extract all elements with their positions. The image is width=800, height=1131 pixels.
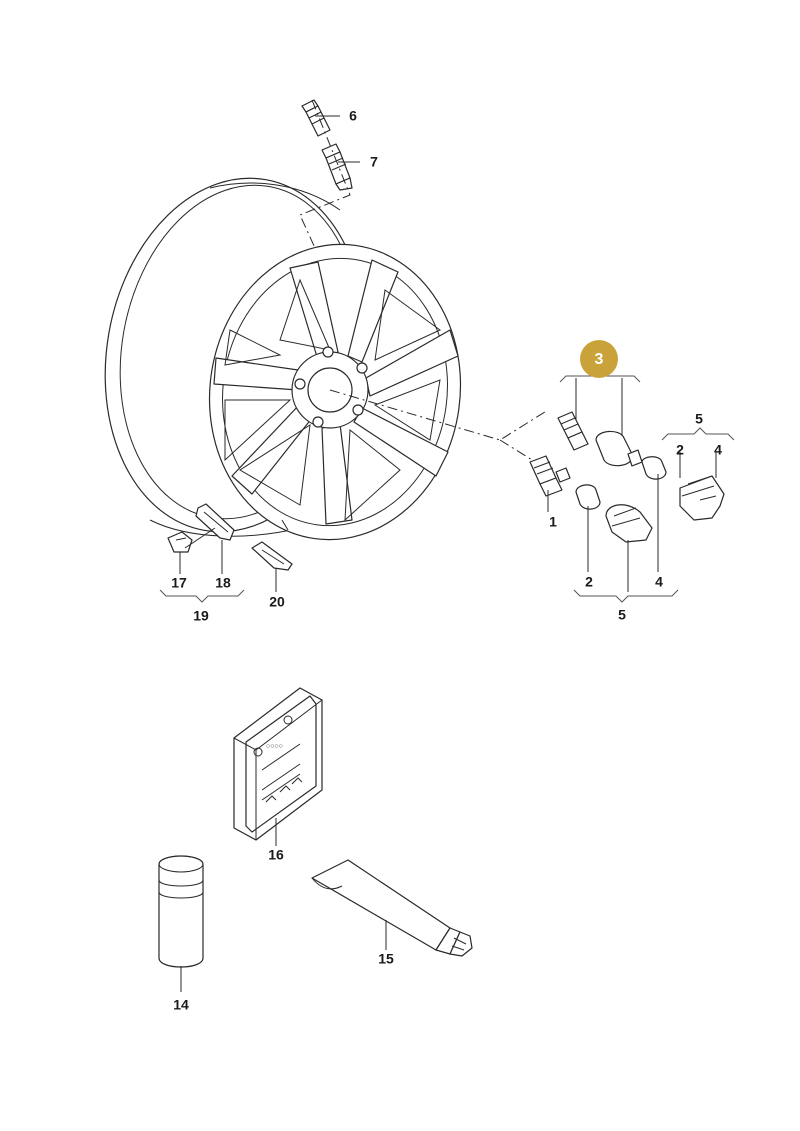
callout-6[interactable]: 6 [349, 108, 357, 124]
callout-5-bottom[interactable]: 5 [618, 607, 626, 623]
callout-20[interactable]: 20 [269, 594, 285, 610]
callout-19[interactable]: 19 [193, 608, 209, 624]
callout-7[interactable]: 7 [370, 154, 378, 170]
callout-2-top[interactable]: 2 [676, 442, 684, 458]
callout-4-bottom[interactable]: 4 [655, 574, 663, 590]
sensor-housing-part-2-4-top [679, 475, 725, 521]
callout-1[interactable]: 1 [549, 514, 557, 530]
callout-5-top[interactable]: 5 [695, 411, 703, 427]
wheel-spokes [213, 259, 459, 525]
balance-weight-part-20 [251, 541, 293, 571]
balance-weight-part-18 [195, 503, 235, 541]
balance-weight-part-17 [167, 531, 193, 553]
cleaner-can-part-14 [158, 855, 204, 968]
valve-stem-part-7 [321, 143, 353, 191]
sensor-housing-part-4 [605, 504, 653, 543]
callout-3[interactable]: 3 [595, 351, 604, 368]
sensor-assembly-part-3 [557, 411, 667, 480]
valve-axis-line [299, 99, 351, 249]
weight-package-part-16: ○○○○ [233, 687, 323, 841]
callout-14[interactable]: 14 [173, 997, 189, 1013]
sensor-axis-line [329, 389, 549, 441]
callout-18[interactable]: 18 [215, 575, 231, 591]
wheel-rim [104, 177, 462, 541]
callout-16[interactable]: 16 [268, 847, 284, 863]
callout-3-highlight[interactable]: 3 [580, 340, 618, 378]
highlight-badge[interactable] [580, 340, 618, 378]
callout-4-top[interactable]: 4 [714, 442, 722, 458]
nut-part-2 [575, 484, 601, 510]
callout-2-bottom[interactable]: 2 [585, 574, 593, 590]
adhesive-tube-part-15 [311, 859, 473, 957]
valve-bolt-part-1 [529, 455, 571, 497]
valve-cap-part-6 [301, 99, 331, 137]
svg-text:○○○○: ○○○○ [266, 743, 283, 750]
callout-15[interactable]: 15 [378, 951, 394, 967]
callout-17[interactable]: 17 [171, 575, 187, 591]
